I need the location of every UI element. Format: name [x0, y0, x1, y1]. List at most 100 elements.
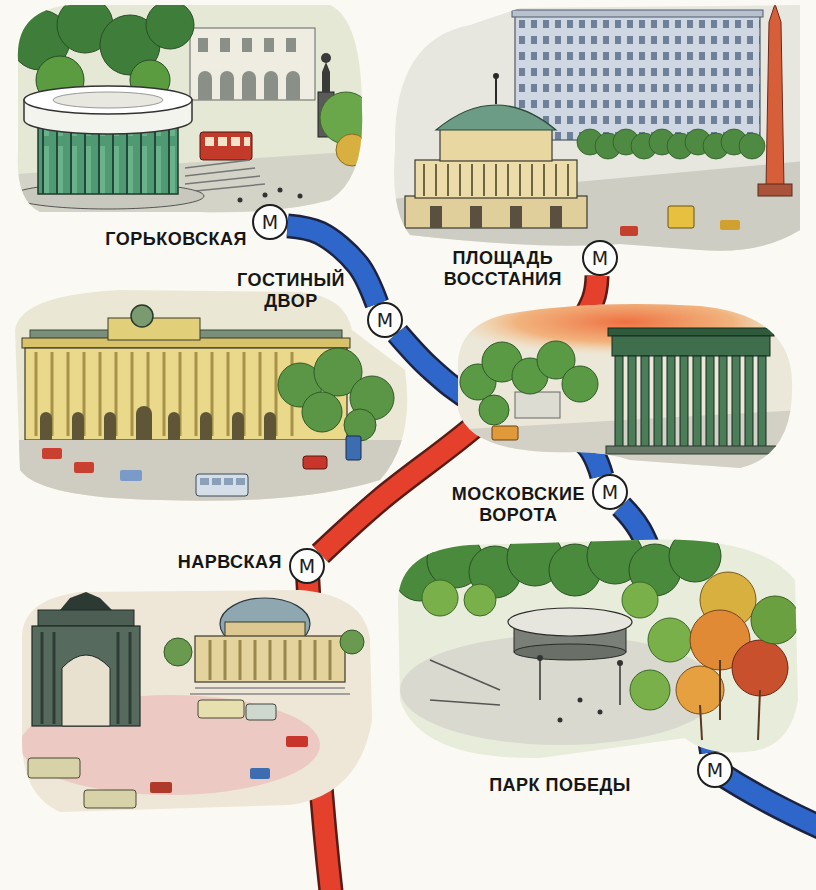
gorkovskaya-scene-part-part	[278, 188, 283, 193]
narvskaya-scene-part	[190, 688, 350, 694]
station-marker: ГОРЬКОВСКАЯМ	[252, 204, 288, 240]
moskovskie-vorota-scene-part-part	[719, 356, 727, 448]
park-pobedy-scene-part-part	[464, 584, 496, 616]
vosstaniya-scene-part-part	[507, 164, 509, 196]
gostiny-dvor-scene-part-part	[163, 352, 166, 436]
narvskaya-scene-part	[10, 585, 380, 815]
gostiny-dvor-scene-part	[25, 348, 347, 440]
gostiny-dvor-scene-part-part	[200, 412, 212, 440]
narvskaya-scene-part	[210, 640, 330, 680]
station-marker: ГОСТИНЫЙ ДВОРМ	[367, 302, 403, 338]
gostiny-dvor-scene-part	[120, 470, 142, 481]
gostiny-dvor-scene-part	[42, 448, 62, 459]
gorkovskaya-scene-part-part	[298, 194, 303, 199]
park-pobedy-scene-part-part	[700, 705, 702, 740]
vosstaniya-scene-part	[415, 160, 577, 198]
moskovskie-vorota-scene-part	[615, 356, 766, 448]
gorkovskaya-scene-part	[336, 134, 368, 166]
park-pobedy-scene-part-part	[422, 580, 458, 616]
metro-logo: М	[377, 311, 393, 330]
moskovskie-vorota-scene-part-part	[745, 356, 753, 448]
vosstaniya-scene-part	[766, 4, 784, 188]
gorkovskaya-scene-part	[198, 38, 300, 100]
gostiny-dvor-scene-part	[346, 436, 361, 460]
gorkovskaya-scene-part-part	[286, 38, 296, 52]
gorkovskaya-scene-part	[190, 28, 315, 100]
gorkovskaya-scene-part-part	[198, 38, 208, 52]
vosstaniya-scene-part-part	[423, 164, 425, 196]
gorkovskaya-scene-part	[238, 188, 303, 203]
gorkovskaya-scene	[0, 0, 380, 220]
gostiny-dvor-scene-part-part	[264, 412, 276, 440]
park-pobedy-scene-part-part	[430, 660, 500, 690]
gostiny-dvor-scene-part-part	[67, 352, 70, 436]
narvskaya-scene-part	[28, 758, 80, 778]
vosstaniya-scene-part-part	[510, 206, 522, 228]
gorkovskaya-scene-part	[0, 0, 380, 220]
gorkovskaya-scene-part-part	[264, 38, 274, 52]
gostiny-dvor-scene-part	[200, 478, 245, 485]
park-pobedy-scene-part-part	[669, 530, 721, 582]
vosstaniya-scene-part-part	[483, 164, 485, 196]
gostiny-dvor-scene-part-part	[99, 352, 102, 436]
moskovskie-vorota-scene-part-part	[706, 356, 714, 448]
gostiny-dvor-scene-part	[40, 406, 276, 440]
narvskaya-scene-part-part	[41, 632, 44, 724]
narvskaya-scene-part-part	[239, 640, 242, 680]
park-pobedy-scene-part-part	[630, 670, 670, 710]
narvskaya-scene-part-part	[254, 640, 257, 680]
narvskaya-scene-part-part	[190, 693, 350, 695]
gostiny-dvor-scene-part-part	[131, 352, 134, 436]
vosstaniya-scene-part	[577, 129, 765, 159]
park-pobedy-scene-part-part	[758, 690, 760, 740]
park-pobedy-scene-part-part	[648, 618, 692, 662]
metro-logo: М	[592, 249, 608, 268]
gorkovskaya-scene-part-part	[242, 71, 256, 100]
gorkovskaya-scene-part-part	[146, 1, 194, 49]
moskovskie-vorota-scene-part-part	[680, 356, 688, 448]
station-marker: ПАРК ПОБЕДЫМ	[697, 752, 733, 788]
vosstaniya-scene-part-part	[430, 206, 442, 228]
narvskaya-scene-part-part	[314, 640, 317, 680]
moskovskie-vorota-scene-part-part	[758, 356, 766, 448]
gostiny-dvor-scene-part	[131, 305, 153, 327]
narvskaya-scene-part-part	[269, 640, 272, 680]
narvskaya-scene-part-part	[329, 640, 332, 680]
gostiny-dvor-scene-part-part	[302, 392, 342, 432]
gorkovskaya-scene-part	[321, 53, 331, 63]
narvskaya-scene	[10, 585, 380, 815]
metro-logo: М	[299, 557, 315, 576]
vosstaniya-scene-part	[436, 105, 556, 130]
narvskaya-scene-part	[286, 736, 308, 747]
gorkovskaya-scene-part-part	[185, 168, 255, 176]
vosstaniya-scene-part	[380, 0, 816, 260]
moskovskie-vorota-scene-part-part	[732, 356, 740, 448]
station-name: ГОСТИНЫЙ ДВОР	[237, 270, 345, 312]
narvskaya-scene-part-part	[195, 687, 345, 689]
gostiny-dvor-scene-part	[303, 456, 327, 469]
moskovskie-vorota-scene-part-part	[479, 395, 509, 425]
gorkovskaya-scene-part-part	[185, 176, 260, 184]
gostiny-dvor-scene-part-part	[35, 352, 38, 436]
narvskaya-scene-part-part	[284, 640, 287, 680]
vosstaniya-scene-part	[424, 164, 568, 196]
gostiny-dvor-scene-part-part	[104, 412, 116, 440]
gostiny-dvor-scene-part-part	[40, 412, 52, 440]
vosstaniya-scene-part	[493, 73, 499, 79]
park-pobedy-scene-part	[540, 660, 620, 705]
gorkovskaya-scene-part-part	[242, 38, 252, 52]
vosstaniya-scene-part-part	[555, 164, 557, 196]
vosstaniya-scene-part-part	[459, 164, 461, 196]
line-continuation-part	[715, 770, 816, 836]
narvskaya-scene-part	[150, 782, 172, 793]
narvskaya-scene-part-part	[299, 640, 302, 680]
gorkovskaya-scene-part-part	[263, 193, 268, 198]
park-pobedy-scene-part	[751, 596, 799, 644]
moskovskie-vorota-scene	[440, 288, 810, 480]
station-marker: НАРВСКАЯМ	[289, 548, 325, 584]
narvskaya-scene-part-part	[224, 640, 227, 680]
station-name: МОСКОВСКИЕ ВОРОТА	[452, 484, 585, 526]
narvskaya-scene-part	[60, 592, 112, 610]
